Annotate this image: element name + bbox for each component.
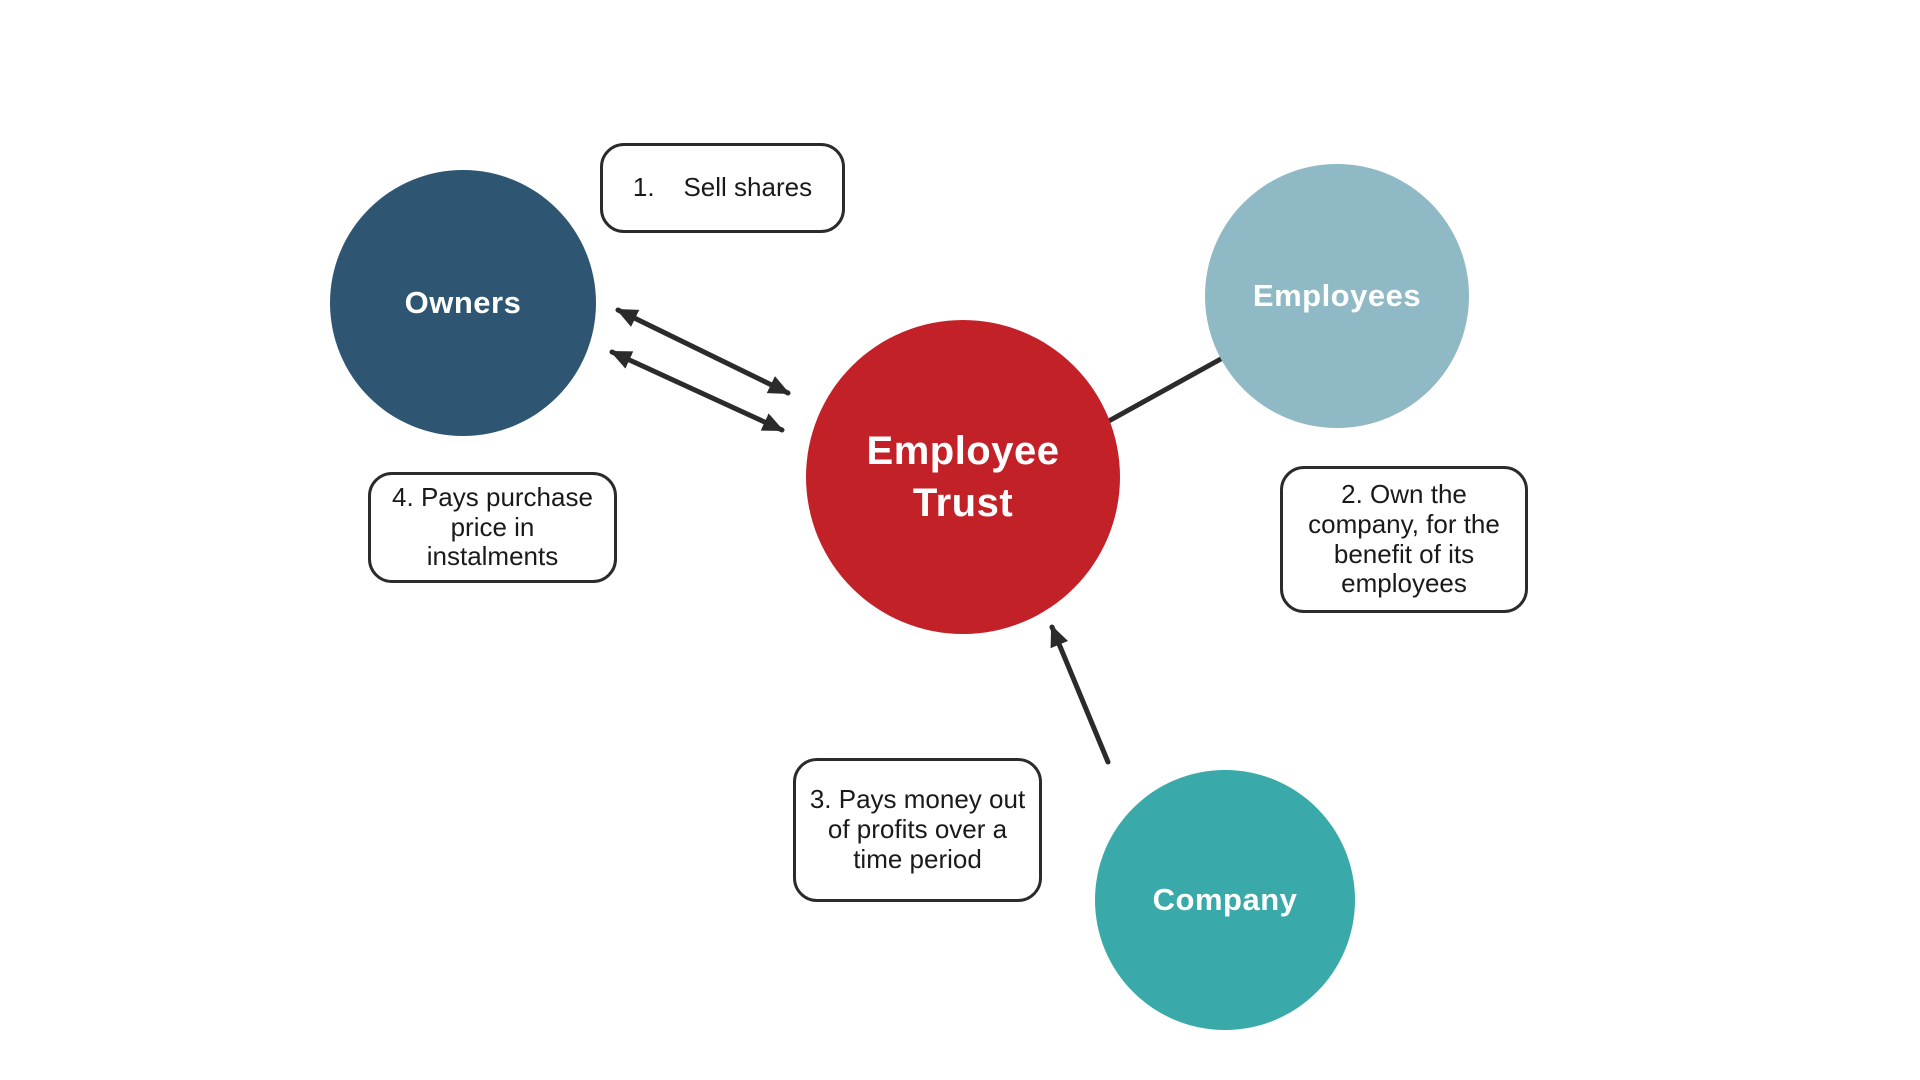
node-company: Company [1095,770,1355,1030]
node-employee-trust: Employee Trust [806,320,1120,634]
double-arrow-owners-trust-lower [609,349,785,433]
node-owners: Owners [330,170,596,436]
callout-own-company-text: 2. Own the company, for the benefit of i… [1308,478,1500,599]
node-employees: Employees [1205,164,1469,428]
callout-pays-money-text: 3. Pays money out of profits over a time… [809,784,1026,874]
callout-pays-money: 3. Pays money out of profits over a time… [793,758,1042,902]
line-employees-trust [1095,352,1231,430]
double-arrow-owners-trust-upper [615,307,791,396]
node-employees-label: Employees [1252,277,1422,313]
node-employee-trust-label: Employee Trust [866,429,1060,525]
callout-pays-purchase-price-text: 4. Pays purchase price in instalments [392,481,593,572]
node-owners-label: Owners [404,284,522,320]
callout-sell-shares-text: 1. Sell shares [632,172,813,203]
node-company-label: Company [1152,881,1298,917]
callout-sell-shares: 1. Sell shares [600,143,845,233]
arrow-company-trust [1049,624,1111,765]
callout-pays-purchase-price: 4. Pays purchase price in instalments [368,472,617,583]
callout-own-company: 2. Own the company, for the benefit of i… [1280,466,1528,613]
